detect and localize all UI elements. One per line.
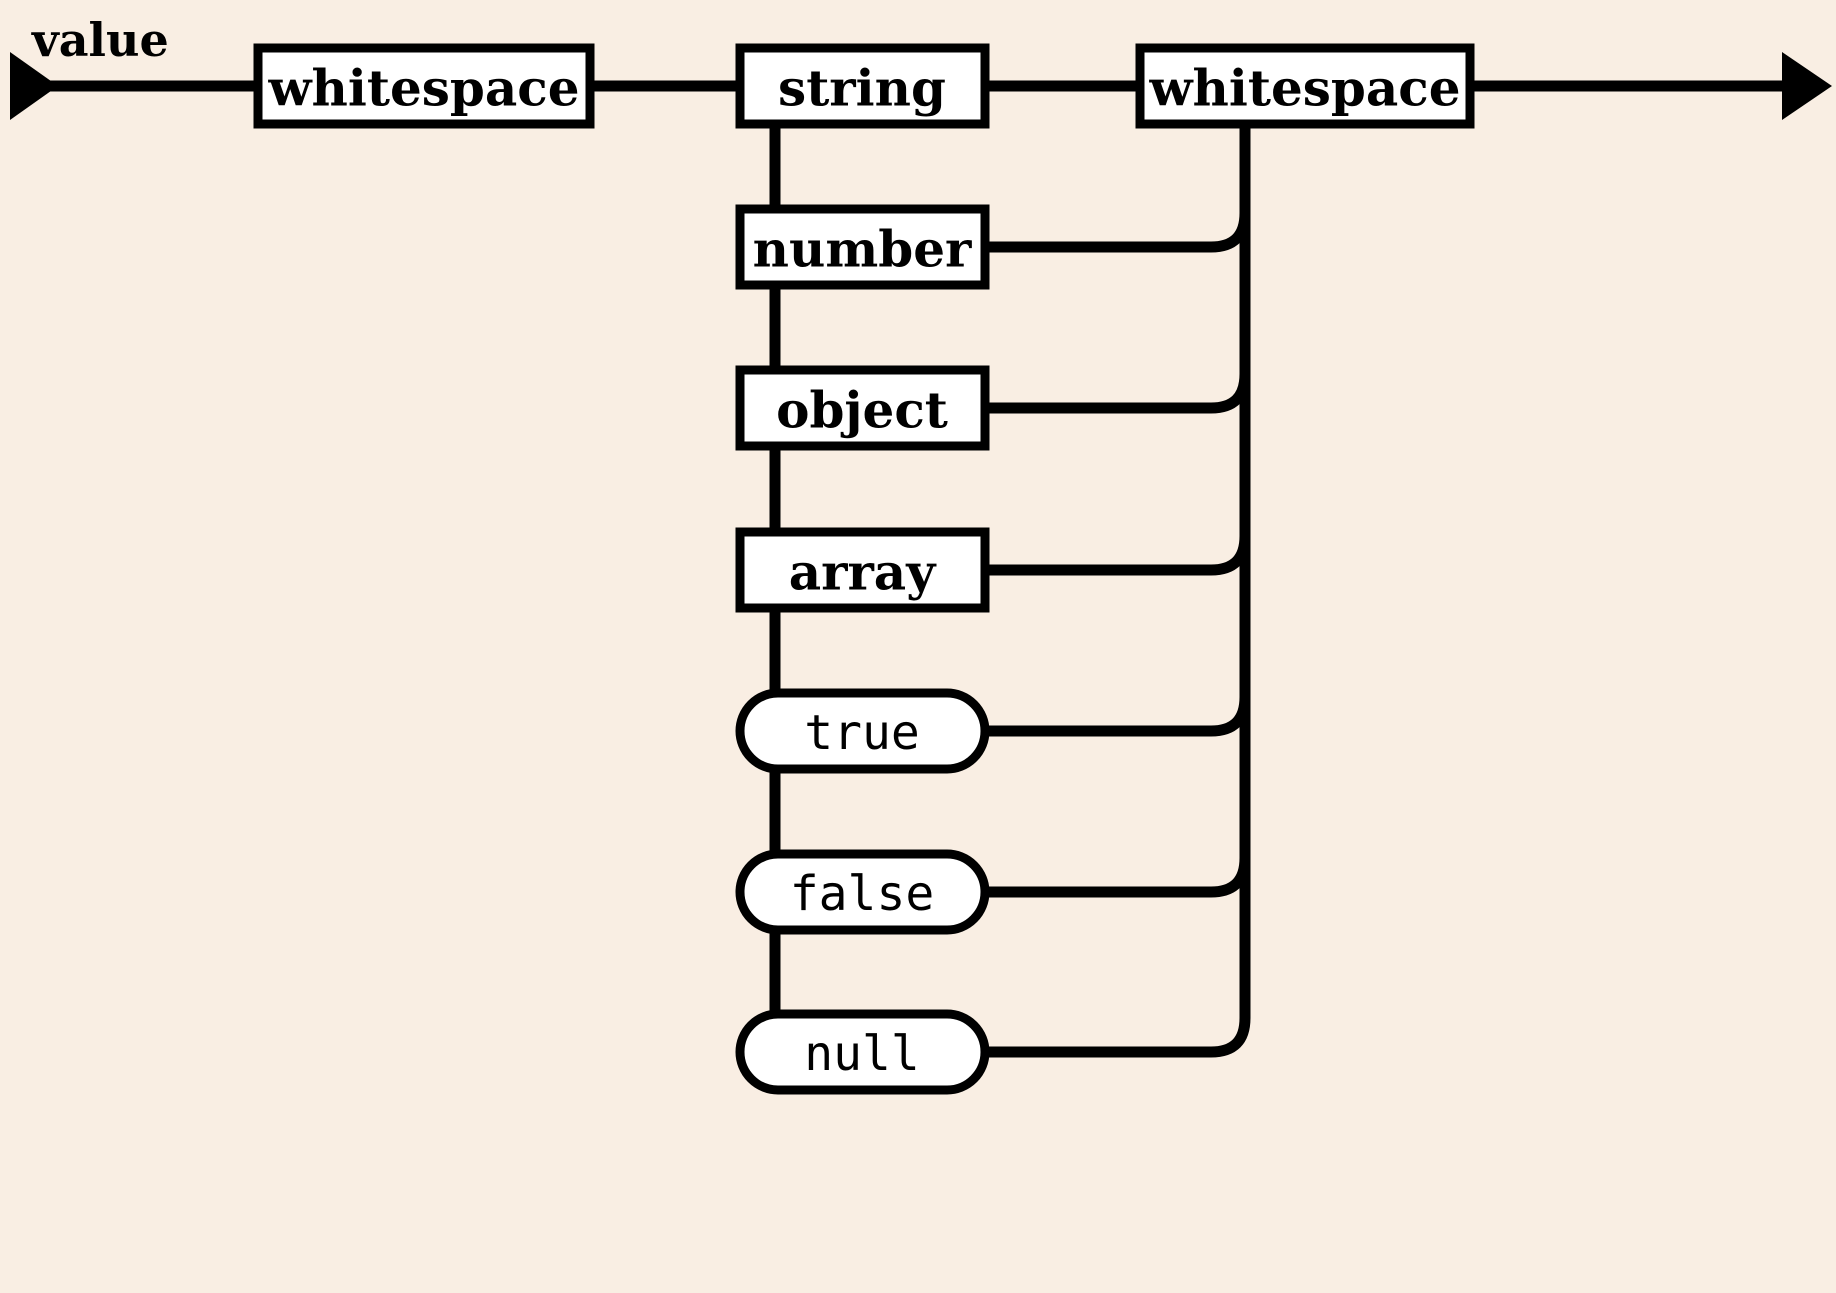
array-box[interactable] (735, 527, 990, 613)
whitespace-left-label: whitespace (267, 59, 579, 118)
node-number[interactable]: number (735, 204, 990, 290)
branch-true-out-rail (985, 696, 1251, 737)
branch-array-out-rail (985, 535, 1251, 576)
branch-null-out-rail (985, 1017, 1251, 1058)
branch-object-out-rail (985, 373, 1251, 414)
start-arrowhead-icon (10, 52, 58, 120)
true-label: true (804, 705, 920, 761)
diagram-title: value (31, 13, 169, 67)
whitespace-right-box[interactable] (1135, 43, 1475, 129)
null-label: null (804, 1026, 920, 1082)
node-true[interactable]: true (735, 688, 990, 774)
whitespace-right-label: whitespace (1148, 59, 1460, 118)
false-pill[interactable] (735, 849, 990, 935)
object-label: object (776, 381, 948, 440)
node-object[interactable]: object (735, 365, 990, 451)
entry-connector (10, 52, 258, 120)
node-whitespace-left[interactable]: whitespace (253, 43, 595, 129)
exit-connector (1470, 52, 1832, 120)
node-whitespace-right[interactable]: whitespace (1135, 43, 1475, 129)
string-box[interactable] (735, 43, 990, 129)
number-label: number (753, 220, 972, 279)
node-null[interactable]: null (735, 1009, 990, 1095)
true-pill[interactable] (735, 688, 990, 774)
node-array[interactable]: array (735, 527, 990, 613)
branch-number-out-rail (985, 212, 1251, 253)
false-label: false (790, 866, 935, 922)
object-box[interactable] (735, 365, 990, 451)
node-string[interactable]: string (735, 43, 990, 129)
branch-false-out-rail (985, 857, 1251, 898)
end-arrowhead-icon (1782, 52, 1832, 120)
array-label: array (789, 543, 937, 602)
null-pill[interactable] (735, 1009, 990, 1095)
node-false[interactable]: false (735, 849, 990, 935)
number-box[interactable] (735, 204, 990, 290)
string-label: string (778, 59, 946, 118)
